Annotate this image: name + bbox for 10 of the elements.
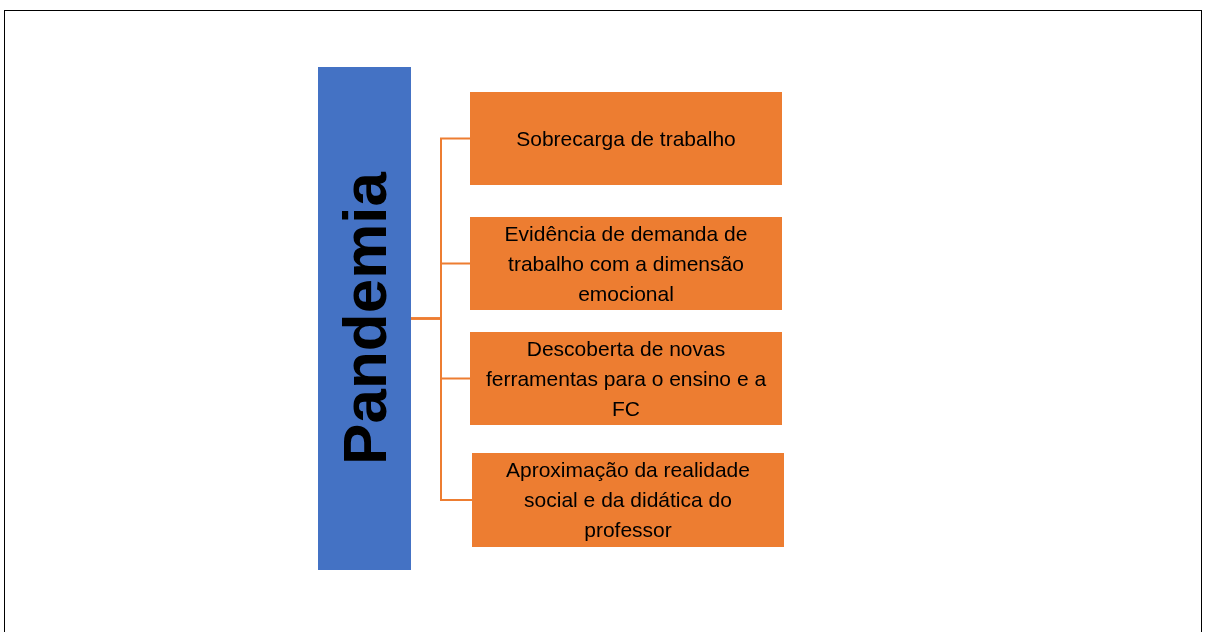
topic-box [470,217,782,310]
topic-box [472,453,784,547]
topic-text: Evidência de demanda de trabalho com a dimensão emocional [503,220,749,307]
topic-bar [318,67,411,570]
connector-line [410,317,473,501]
topic-box [470,92,782,185]
topic-text: Descoberta de novas ferramentas para o ensino e a FC [484,335,768,422]
topic-text: Aproximação da realidade social e da didática do professor [505,457,751,543]
topic-text: Sobrecarga de trabalho [515,125,737,152]
topic-title: Pandemia [333,172,396,465]
